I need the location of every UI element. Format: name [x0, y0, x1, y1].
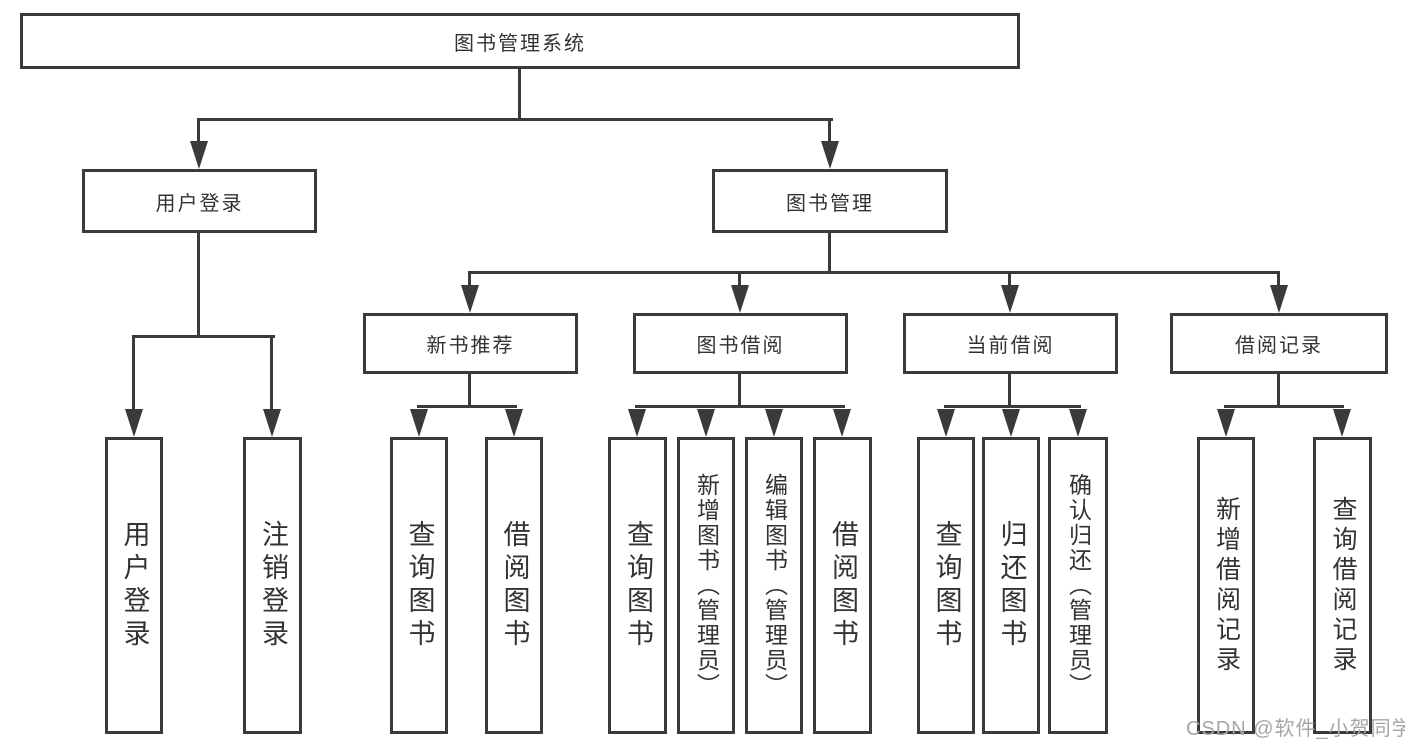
- arrowhead-to-book-mgmt: [821, 141, 839, 169]
- leaf-label: 注销登录: [258, 519, 288, 652]
- connector-new-books-drop: [468, 274, 471, 285]
- connector-current-borrow-branch: [944, 405, 1081, 408]
- node-label: 借阅记录: [1235, 335, 1323, 357]
- node-user-login: 用户登录: [82, 169, 317, 233]
- arrowhead-leaf: [1217, 409, 1235, 437]
- leaf-recommend-query-books: 查询图书: [390, 437, 448, 734]
- node-borrow-records: 借阅记录: [1170, 313, 1388, 374]
- leaf-label: 借阅图书: [499, 519, 530, 652]
- connector-borrow-records-stub: [1277, 374, 1280, 407]
- arrowhead-leaf: [410, 409, 428, 437]
- leaf-borrow-edit-book-admin: 编辑图书（管理员）: [745, 437, 803, 734]
- csdn-watermark: CSDN @软件_小贺同学: [1186, 718, 1405, 740]
- arrowhead-leaf: [1069, 409, 1087, 437]
- connector-current-borrow-stub: [1008, 374, 1011, 407]
- leaf-label: 查询图书: [931, 519, 962, 652]
- node-label: 图书管理系统: [454, 32, 586, 55]
- leaf-label: 新增借阅记录: [1212, 495, 1241, 676]
- leaf-label: 借阅图书: [828, 519, 858, 652]
- leaf-label: 归还图书: [996, 519, 1027, 652]
- connector-book-borrow-drop: [738, 274, 741, 285]
- leaf-borrow-borrow-books: 借阅图书: [813, 437, 872, 734]
- leaf-borrow-query-books: 查询图书: [608, 437, 667, 734]
- connector-current-borrow-drop: [1008, 274, 1011, 285]
- arrowhead-to-user-login: [190, 141, 208, 169]
- arrowhead-leaf: [937, 409, 955, 437]
- connector-user-login-stub: [197, 233, 200, 337]
- leaf-user-login: 用户登录: [105, 437, 163, 734]
- connector-book-mgmt-drop: [828, 121, 831, 142]
- leaf-borrow-add-book-admin: 新增图书（管理员）: [677, 437, 735, 734]
- arrowhead-to-book-borrow: [731, 285, 749, 313]
- connector-level1-branch: [197, 118, 833, 121]
- leaf-current-return-books: 归还图书: [982, 437, 1040, 734]
- node-book-management: 图书管理: [712, 169, 948, 233]
- node-book-borrow: 图书借阅: [633, 313, 848, 374]
- node-label: 图书管理: [786, 192, 874, 215]
- leaf-label: 查询借阅记录: [1329, 495, 1357, 676]
- arrowhead-to-current-borrow: [1001, 285, 1019, 313]
- leaf-logout: 注销登录: [243, 437, 302, 734]
- connector-borrow-records-branch: [1224, 405, 1344, 408]
- leaf-recommend-borrow-books: 借阅图书: [485, 437, 543, 734]
- connector-user-login-branch: [132, 335, 275, 338]
- connector-book-mgmt-stub: [828, 233, 831, 273]
- leaf-label: 编辑图书（管理员）: [761, 473, 788, 698]
- leaf-records-query-record: 查询借阅记录: [1313, 437, 1372, 734]
- connector-book-borrow-branch: [635, 405, 845, 408]
- node-label: 用户登录: [155, 192, 244, 215]
- leaf-label: 查询图书: [623, 519, 653, 652]
- node-library-management-system: 图书管理系统: [20, 13, 1020, 69]
- arrowhead-leaf: [1333, 409, 1351, 437]
- arrowhead-leaf: [628, 409, 646, 437]
- connector-new-books-stub: [468, 374, 471, 407]
- connector-new-books-branch: [417, 405, 517, 408]
- arrowhead-leaf: [697, 409, 715, 437]
- arrowhead-leaf: [765, 409, 783, 437]
- connector-root-stub: [518, 69, 521, 118]
- node-label: 新书推荐: [426, 335, 515, 357]
- arrowhead-to-borrow-records: [1270, 285, 1288, 313]
- connector-user-login-drop: [197, 121, 200, 142]
- node-current-borrow: 当前借阅: [903, 313, 1118, 374]
- leaf-label: 新增图书（管理员）: [693, 473, 720, 698]
- arrowhead-to-new-books: [461, 285, 479, 313]
- connector-level2-branch: [468, 271, 1280, 274]
- leaf-current-query-books: 查询图书: [917, 437, 975, 734]
- connector-borrow-records-drop: [1277, 274, 1280, 285]
- leaf-records-add-record: 新增借阅记录: [1197, 437, 1255, 734]
- leaf-label: 确认归还（管理员）: [1065, 473, 1092, 698]
- arrowhead-to-login-leaf: [125, 409, 143, 437]
- connector-login-leaf-drop: [132, 338, 135, 411]
- arrowhead-to-logout-leaf: [263, 409, 281, 437]
- leaf-label: 查询图书: [404, 519, 435, 652]
- node-new-book-recommend: 新书推荐: [363, 313, 578, 374]
- arrowhead-leaf: [833, 409, 851, 437]
- leaf-current-confirm-return-admin: 确认归还（管理员）: [1048, 437, 1108, 734]
- arrowhead-leaf: [1002, 409, 1020, 437]
- connector-book-borrow-stub: [738, 374, 741, 407]
- node-label: 图书借阅: [696, 335, 785, 357]
- node-label: 当前借阅: [966, 335, 1055, 357]
- leaf-label: 用户登录: [119, 519, 150, 652]
- connector-logout-leaf-drop: [270, 338, 273, 411]
- arrowhead-leaf: [505, 409, 523, 437]
